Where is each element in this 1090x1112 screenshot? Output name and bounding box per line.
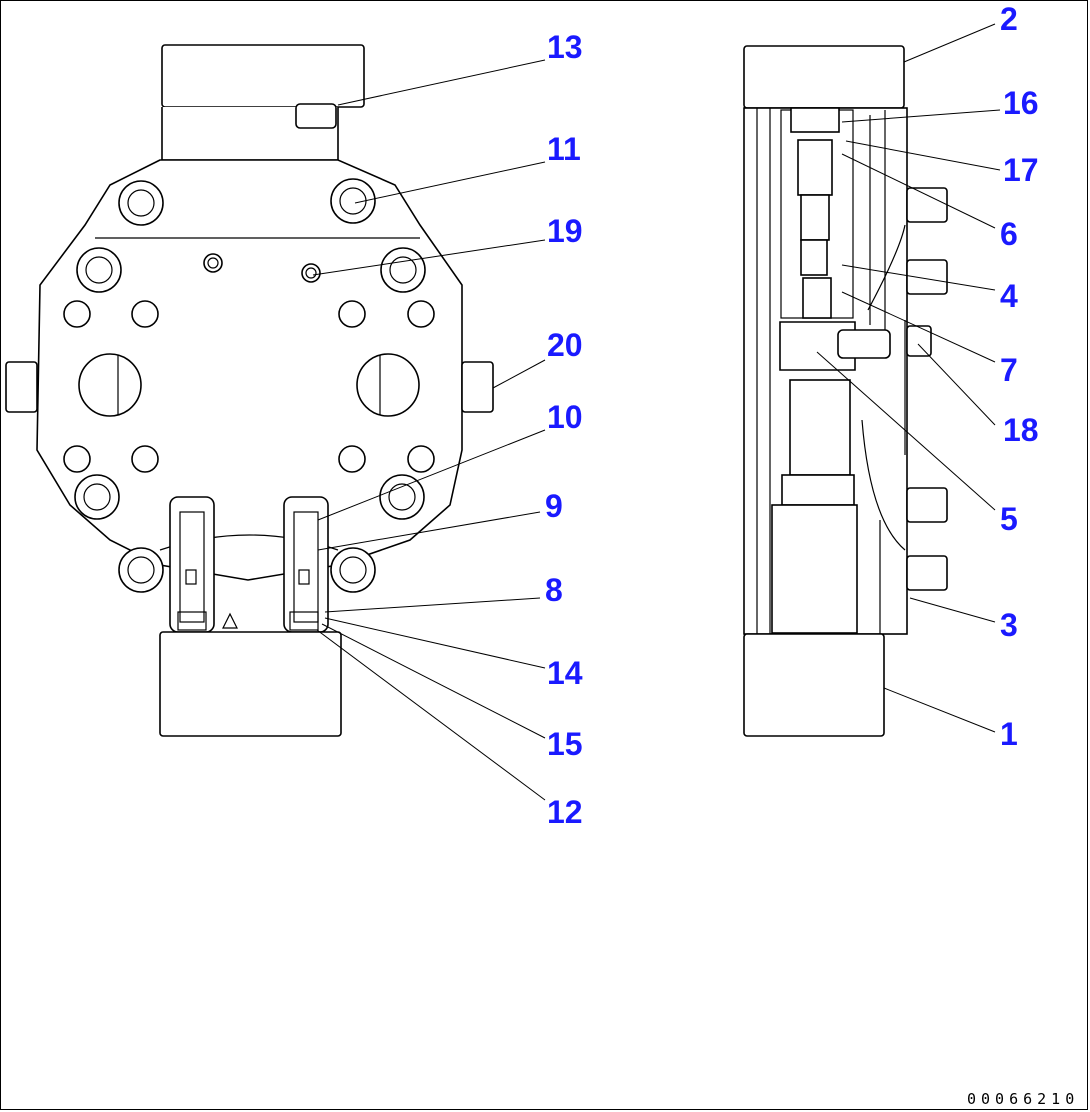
cartridge-left: [169, 496, 215, 633]
callout-16: 16: [1003, 85, 1039, 121]
plug-16: [790, 107, 840, 133]
callout-11: 11: [547, 131, 581, 167]
side-plug-20: [461, 361, 494, 413]
spool-4: [800, 239, 828, 276]
top-block: [161, 44, 365, 108]
bottom-block: [159, 631, 342, 737]
port-right: [356, 353, 420, 417]
callouts: 13 11 19 20 10 9 8 14 15 12 2 16 17 6 4 …: [545, 1, 1039, 830]
cartridge-right: [283, 496, 329, 633]
callout-17: 17: [1003, 152, 1039, 188]
callout-20: 20: [547, 327, 583, 363]
callout-2: 2: [1000, 1, 1018, 37]
callout-7: 7: [1000, 352, 1018, 388]
plug-13: [295, 103, 337, 129]
callout-15: 15: [547, 726, 583, 762]
drawing-code: 00066210: [967, 1090, 1079, 1108]
callout-19: 19: [547, 213, 583, 249]
plug-18: [837, 329, 891, 359]
callout-14: 14: [547, 655, 583, 691]
spool-top: [797, 139, 833, 196]
leader-lines: [312, 23, 1001, 801]
top-cap: [743, 45, 905, 109]
callout-9: 9: [545, 488, 563, 524]
side-plug-left: [5, 361, 38, 413]
callout-10: 10: [547, 399, 583, 435]
callout-6: 6: [1000, 216, 1018, 252]
callout-4: 4: [1000, 278, 1018, 314]
small-holes: [63, 253, 435, 473]
spool-7: [802, 277, 832, 319]
callout-12: 12: [547, 794, 583, 830]
spring-chamber: [779, 321, 856, 371]
bottom-cap: [743, 633, 885, 737]
callout-1: 1: [1000, 716, 1018, 752]
bolts: [74, 178, 426, 593]
callout-3: 3: [1000, 607, 1018, 643]
callout-8: 8: [545, 572, 563, 608]
piston-5: [789, 379, 851, 476]
callout-13: 13: [547, 29, 583, 65]
side-view: [743, 45, 948, 737]
port-left: [78, 353, 142, 417]
callout-18: 18: [1003, 412, 1039, 448]
callout-5: 5: [1000, 501, 1018, 537]
front-view: [5, 44, 494, 737]
